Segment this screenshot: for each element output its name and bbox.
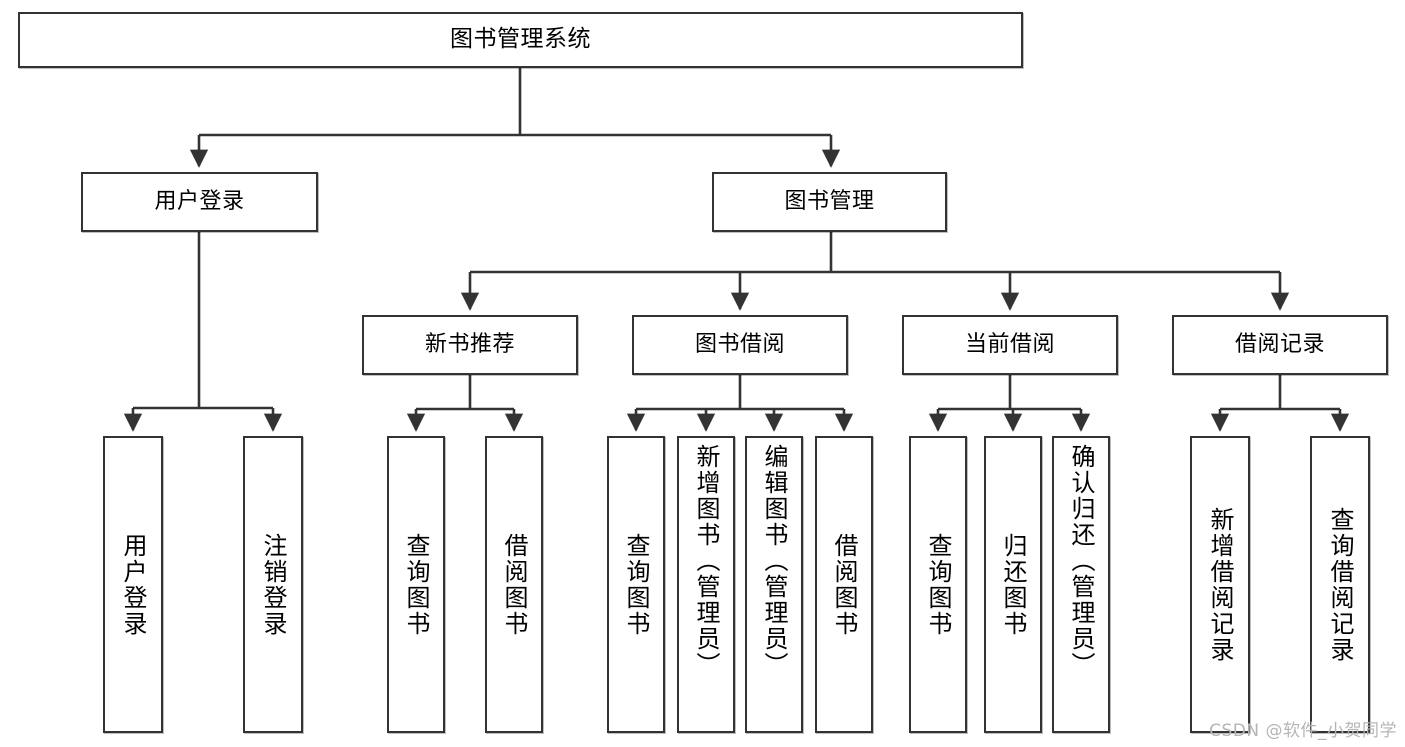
node-book-borrow-label: 图书借阅: [694, 332, 785, 358]
node-root-label: 图书管理系统: [450, 26, 591, 53]
leaf-add-book-admin[interactable]: 新增图书（管理员）: [677, 436, 735, 733]
csdn-watermark: CSDN @软件_小贺同学: [1209, 721, 1397, 741]
node-book-management[interactable]: 图书管理: [712, 172, 947, 232]
leaf-borrow-book-label: 借阅图书: [830, 532, 858, 637]
leaf-user-login-label: 用户登录: [119, 532, 147, 637]
node-book-borrow[interactable]: 图书借阅: [632, 315, 848, 375]
leaf-logout-label: 注销登录: [259, 532, 287, 637]
node-new-book-recommend-label: 新书推荐: [424, 332, 515, 358]
leaf-query-book-current[interactable]: 查询图书: [909, 436, 967, 733]
node-borrow-record-label: 借阅记录: [1234, 332, 1325, 358]
leaf-query-book-recommend-label: 查询图书: [402, 532, 430, 637]
node-new-book-recommend[interactable]: 新书推荐: [362, 315, 578, 375]
node-current-borrow-label: 当前借阅: [964, 332, 1055, 358]
leaf-add-borrow-record-label: 新增借阅记录: [1206, 506, 1234, 663]
leaf-edit-book-admin-label: 编辑图书（管理员）: [760, 444, 788, 678]
leaf-edit-book-admin[interactable]: 编辑图书（管理员）: [745, 436, 803, 733]
leaf-add-book-admin-label: 新增图书（管理员）: [692, 444, 720, 678]
node-user-login[interactable]: 用户登录: [81, 172, 318, 232]
leaf-return-book-label: 归还图书: [999, 532, 1027, 637]
leaf-add-borrow-record[interactable]: 新增借阅记录: [1190, 436, 1250, 733]
node-book-management-label: 图书管理: [784, 189, 875, 215]
leaf-borrow-book[interactable]: 借阅图书: [815, 436, 873, 733]
node-root[interactable]: 图书管理系统: [18, 12, 1023, 68]
leaf-return-book[interactable]: 归还图书: [984, 436, 1042, 733]
leaf-query-book-borrow-label: 查询图书: [622, 532, 650, 637]
leaf-logout[interactable]: 注销登录: [243, 436, 303, 733]
node-user-login-label: 用户登录: [154, 189, 245, 215]
leaf-confirm-return-admin-label: 确认归还（管理员）: [1067, 444, 1095, 678]
leaf-user-login[interactable]: 用户登录: [103, 436, 163, 733]
leaf-query-book-current-label: 查询图书: [924, 532, 952, 637]
leaf-query-borrow-record[interactable]: 查询借阅记录: [1310, 436, 1370, 733]
leaf-borrow-book-recommend-label: 借阅图书: [500, 532, 528, 637]
node-borrow-record[interactable]: 借阅记录: [1172, 315, 1388, 375]
leaf-query-book-borrow[interactable]: 查询图书: [607, 436, 665, 733]
node-current-borrow[interactable]: 当前借阅: [902, 315, 1118, 375]
leaf-confirm-return-admin[interactable]: 确认归还（管理员）: [1052, 436, 1110, 733]
leaf-query-borrow-record-label: 查询借阅记录: [1326, 506, 1354, 663]
leaf-borrow-book-recommend[interactable]: 借阅图书: [485, 436, 543, 733]
leaf-query-book-recommend[interactable]: 查询图书: [387, 436, 445, 733]
